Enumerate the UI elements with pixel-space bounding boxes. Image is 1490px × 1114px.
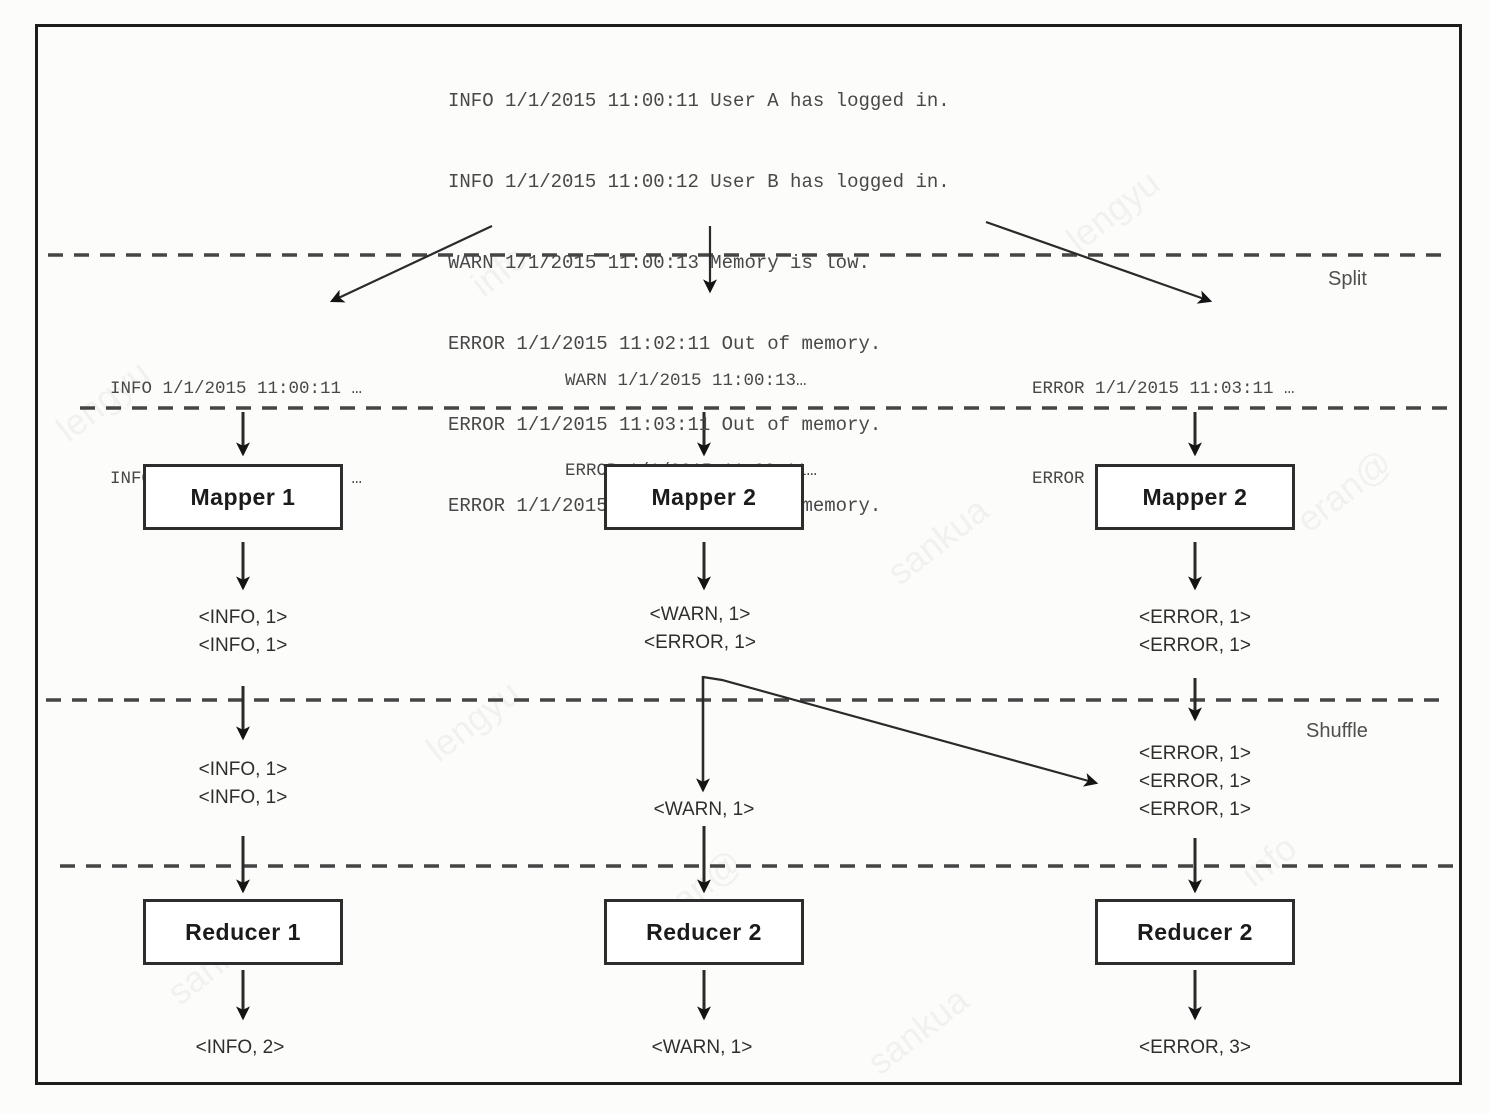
split-phase-label: Split <box>1328 268 1367 290</box>
kv-pair: <INFO, 1> <box>198 635 288 656</box>
kv-pair: <ERROR, 1> <box>1139 771 1251 792</box>
split-line: WARN 1/1/2015 11:00:13… <box>565 371 807 391</box>
reducer-2-right-box: Reducer 2 <box>1095 899 1295 965</box>
mapper-2-box: Mapper 2 <box>604 464 804 530</box>
kv-pair: <INFO, 1> <box>198 787 288 808</box>
kv-pair: <ERROR, 1> <box>1139 799 1251 820</box>
map-output-left: <INFO, 1> <INFO, 1> <box>199 604 288 660</box>
split-line: ERROR 1/1/2015 11:03:11 … <box>1032 379 1295 399</box>
source-log-block: INFO 1/1/2015 11:00:11 User A has logged… <box>448 34 950 574</box>
kv-pair: <WARN, 1> <box>649 604 751 625</box>
shuffle-output-left: <INFO, 1> <INFO, 1> <box>199 756 288 812</box>
shuffle-output-right: <ERROR, 1> <ERROR, 1> <ERROR, 1> <box>1139 740 1251 824</box>
mapper-1-box: Mapper 1 <box>143 464 343 530</box>
kv-pair: <ERROR, 1> <box>1139 743 1251 764</box>
log-line: INFO 1/1/2015 11:00:12 User B has logged… <box>448 171 950 193</box>
kv-pair: <ERROR, 1> <box>1139 635 1251 656</box>
kv-pair: <ERROR, 1> <box>644 632 756 653</box>
log-line: ERROR 1/1/2015 11:02:11 Out of memory. <box>448 333 882 355</box>
log-line: WARN 1/1/2015 11:00:13 Memory is low. <box>448 252 870 274</box>
split-arrow-left <box>329 225 493 303</box>
arrow-shuffle-error-cross <box>702 675 1099 787</box>
reduce-output-middle: <WARN, 1> <box>651 1037 753 1058</box>
kv-pair: <INFO, 1> <box>198 759 288 780</box>
diagram-border <box>35 24 1462 1085</box>
split-line: INFO 1/1/2015 11:00:11 … <box>110 379 363 399</box>
map-output-right: <ERROR, 1> <ERROR, 1> <box>1139 604 1251 660</box>
kv-pair: <ERROR, 1> <box>1139 607 1251 628</box>
reduce-output-right: <ERROR, 3> <box>1139 1037 1251 1058</box>
log-line: ERROR 1/1/2015 11:03:11 Out of memory. <box>448 414 882 436</box>
shuffle-phase-label: Shuffle <box>1306 720 1368 742</box>
mapper-2-right-box: Mapper 2 <box>1095 464 1295 530</box>
shuffle-output-middle: <WARN, 1> <box>654 796 755 824</box>
split-arrow-right <box>985 220 1213 304</box>
reduce-output-left: <INFO, 2> <box>195 1037 285 1058</box>
kv-pair: <INFO, 1> <box>198 607 288 628</box>
reducer-1-box: Reducer 1 <box>143 899 343 965</box>
kv-pair: <WARN, 1> <box>653 799 755 820</box>
log-line: INFO 1/1/2015 11:00:11 User A has logged… <box>448 90 950 112</box>
reducer-2-box: Reducer 2 <box>604 899 804 965</box>
map-output-middle: <WARN, 1> <ERROR, 1> <box>644 601 756 657</box>
